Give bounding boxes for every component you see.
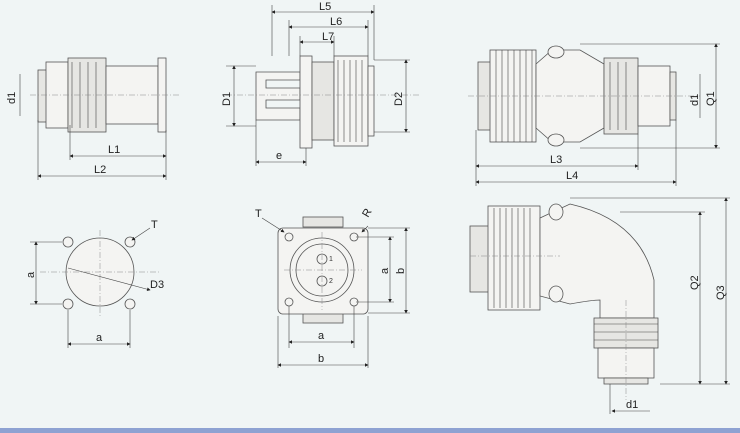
dim-a-horizontal-front: a xyxy=(318,330,325,342)
dim-a-vertical-cutout: a xyxy=(25,271,37,278)
dim-L5: L5 xyxy=(319,1,331,13)
dim-Q1: Q1 xyxy=(705,91,717,106)
cable-plug-side-view: L3 L4 d1 Q1 xyxy=(468,43,720,186)
dim-e: e xyxy=(276,150,282,162)
dim-a-horizontal-cutout: a xyxy=(96,332,103,344)
receptacle-side-view: L5 L6 L7 D1 D2 e xyxy=(221,1,420,166)
footer-bar xyxy=(0,428,740,433)
dim-d1: d1 xyxy=(6,92,18,104)
dim-L6: L6 xyxy=(330,16,342,28)
dim-D2: D2 xyxy=(393,92,405,106)
dim-b-horizontal-front: b xyxy=(318,353,324,365)
dim-T-cutout: T xyxy=(151,219,158,231)
dim-b-vertical-front: b xyxy=(395,268,407,274)
dim-L7: L7 xyxy=(322,31,334,43)
straight-plug-side-view: L1 L2 d1 xyxy=(6,57,180,180)
dim-L1: L1 xyxy=(108,144,120,156)
pin-1-label: 1 xyxy=(329,256,333,263)
dim-a-vertical-front: a xyxy=(379,267,391,274)
dim-D3: D3 xyxy=(150,279,164,291)
elbow-plug-view: Q2 Q3 d1 xyxy=(469,197,730,414)
pin-2-label: 2 xyxy=(329,278,333,285)
dim-R: R xyxy=(360,207,374,220)
dim-Q3: Q3 xyxy=(715,285,727,300)
dim-L3: L3 xyxy=(550,154,562,166)
receptacle-front-view: 1 2 T R a b a b xyxy=(255,207,410,368)
dim-L4: L4 xyxy=(566,170,578,182)
panel-cutout-view: D3 T a a xyxy=(25,219,164,348)
dim-T-front: T xyxy=(255,208,262,220)
dim-L2: L2 xyxy=(94,164,106,176)
dim-d1-elbow: d1 xyxy=(626,399,638,411)
dim-D1: D1 xyxy=(221,92,233,106)
dim-d1-right: d1 xyxy=(689,94,701,106)
dim-Q2: Q2 xyxy=(689,275,701,290)
